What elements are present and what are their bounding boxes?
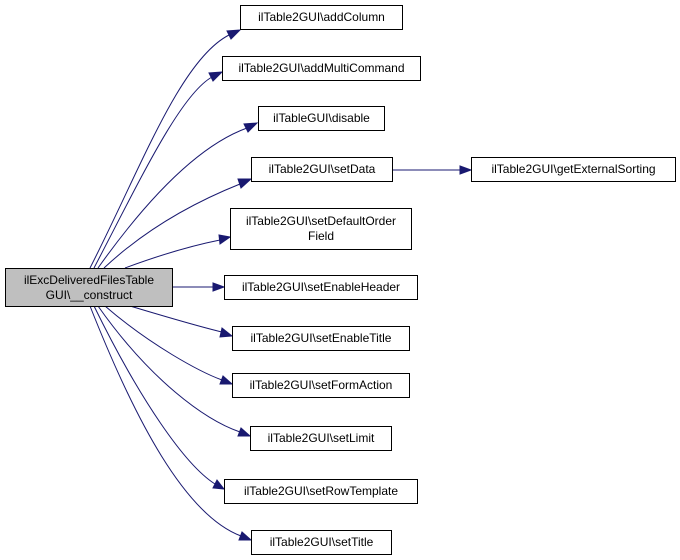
root-node-construct: ilExcDeliveredFilesTable GUI\__construct <box>5 268 173 307</box>
edge-to-setData <box>103 183 241 269</box>
node-setLimit[interactable]: ilTable2GUI\setLimit <box>250 426 392 451</box>
edge-to-setRowTemplate <box>93 305 216 485</box>
edge-to-setDefaultOrderField <box>124 239 221 269</box>
node-addColumn[interactable]: ilTable2GUI\addColumn <box>240 5 403 30</box>
arrow-addColumn <box>226 29 242 40</box>
edge-to-setFormAction <box>104 305 223 381</box>
node-setDefaultOrderField[interactable]: ilTable2GUI\setDefaultOrder Field <box>230 208 412 250</box>
node-setEnableTitle[interactable]: ilTable2GUI\setEnableTitle <box>232 326 410 351</box>
arrow-setLimit <box>237 427 252 437</box>
node-setData[interactable]: ilTable2GUI\setData <box>251 157 393 182</box>
arrow-setRowTemplate <box>212 479 226 490</box>
edge-to-setTitle <box>89 305 242 537</box>
edge-to-setLimit <box>97 305 241 433</box>
arrow-addMultiCommand <box>208 71 224 82</box>
arrow-setTitle <box>238 531 253 541</box>
node-setRowTemplate[interactable]: ilTable2GUI\setRowTemplate <box>224 479 418 504</box>
arrow-disable <box>243 122 259 133</box>
edge-to-addColumn <box>89 34 230 269</box>
node-addMultiCommand[interactable]: ilTable2GUI\addMultiCommand <box>222 56 421 81</box>
arrow-setEnableHeader <box>212 282 226 292</box>
arrow-setDefaultOrderField <box>218 234 232 245</box>
node-setTitle[interactable]: ilTable2GUI\setTitle <box>251 530 392 555</box>
arrow-setEnableTitle <box>219 327 234 338</box>
arrow-getExternalSorting <box>459 165 473 175</box>
node-setFormAction[interactable]: ilTable2GUI\setFormAction <box>232 373 410 398</box>
node-disable[interactable]: ilTableGUI\disable <box>258 106 385 131</box>
edge-to-setEnableTitle <box>129 305 223 333</box>
node-setEnableHeader[interactable]: ilTable2GUI\setEnableHeader <box>224 275 418 300</box>
edge-to-addMultiCommand <box>93 76 213 269</box>
arrow-setFormAction <box>219 375 234 385</box>
arrow-setData <box>237 178 253 189</box>
edge-to-disable <box>97 127 248 269</box>
node-getExternalSorting[interactable]: ilTable2GUI\getExternalSorting <box>471 157 676 182</box>
